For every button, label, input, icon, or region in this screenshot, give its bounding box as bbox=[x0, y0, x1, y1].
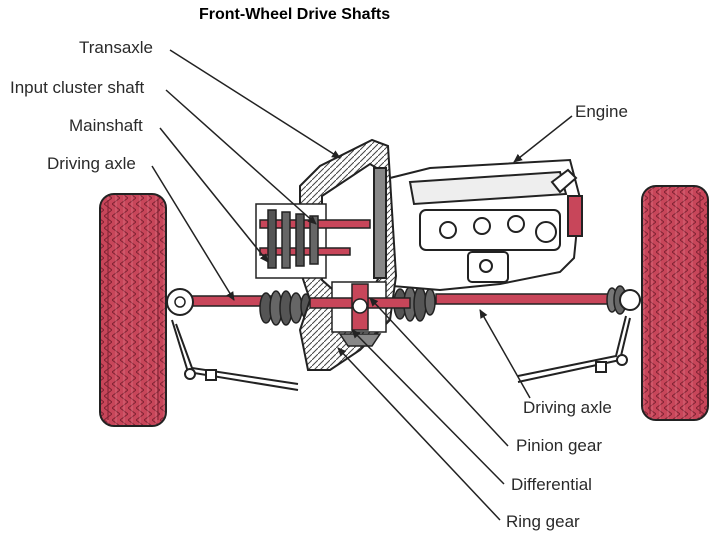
right-tire bbox=[641, 185, 709, 421]
leader-transaxle bbox=[169, 49, 341, 159]
label-differential: Differential bbox=[511, 475, 592, 494]
diagram-title: Front-Wheel Drive Shafts bbox=[199, 6, 391, 23]
engine-block bbox=[388, 158, 583, 292]
left-control-arm bbox=[171, 319, 299, 391]
left-tire bbox=[99, 193, 167, 427]
leader-input-cluster-shaft bbox=[165, 89, 317, 225]
differential bbox=[309, 281, 411, 347]
label-input-cluster-shaft: Input cluster shaft bbox=[10, 78, 145, 97]
leader-engine bbox=[513, 115, 573, 163]
label-driving-axle-right: Driving axle bbox=[523, 398, 612, 417]
label-pinion-gear: Pinion gear bbox=[516, 436, 603, 455]
leader-pinion-gear bbox=[369, 297, 509, 447]
leader-driving-axle-right bbox=[479, 309, 531, 399]
leader-mainshaft bbox=[159, 127, 269, 263]
label-driving-axle-left: Driving axle bbox=[47, 154, 136, 173]
left-outer-cv-joint bbox=[166, 288, 194, 316]
label-transaxle: Transaxle bbox=[79, 38, 154, 57]
right-control-arm bbox=[517, 315, 631, 383]
right-outer-cv-joint bbox=[606, 285, 641, 315]
label-ring-gear: Ring gear bbox=[506, 512, 580, 531]
leader-differential bbox=[351, 329, 505, 485]
label-mainshaft: Mainshaft bbox=[69, 116, 143, 135]
leader-driving-axle-left bbox=[151, 165, 235, 301]
leader-lines bbox=[151, 49, 573, 521]
left-inner-cv-boot bbox=[259, 290, 312, 326]
leader-ring-gear bbox=[337, 347, 501, 521]
label-engine: Engine bbox=[575, 102, 628, 121]
